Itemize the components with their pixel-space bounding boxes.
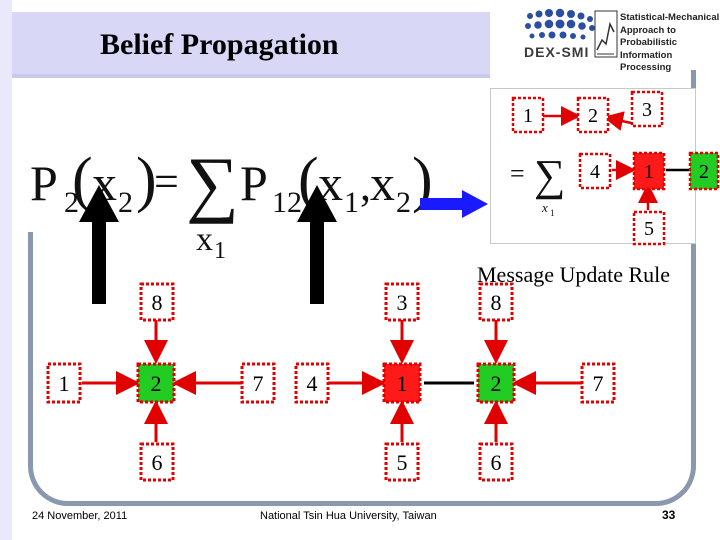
slide-side-bar xyxy=(0,0,12,540)
logo-short-name: DEX-SMI xyxy=(524,44,590,60)
inset-node-1-box xyxy=(511,96,545,134)
dotted-sphere-logo-icon xyxy=(525,8,595,40)
formula-lhs-sub: 2 xyxy=(64,186,79,219)
inset-edges xyxy=(543,106,658,210)
left-node-left: 1 xyxy=(59,371,70,396)
logo-text: Statistical-Mechanical Approach to Proba… xyxy=(620,12,720,75)
inset-equals: = xyxy=(510,159,525,188)
rounded-frame xyxy=(28,262,696,506)
inset-node-1: 1 xyxy=(523,105,533,127)
inset-node-2: 2 xyxy=(588,105,598,127)
inset-node-4: 4 xyxy=(590,161,600,183)
formula-sum-var-sub: 1 xyxy=(214,238,226,264)
right-node-left-box xyxy=(294,362,330,404)
right-node-right: 7 xyxy=(593,371,604,396)
inset-node-1b: 1 xyxy=(644,161,654,183)
inset-sum-var: x xyxy=(541,200,548,215)
inset-node-5-box xyxy=(632,210,666,246)
title-bar xyxy=(12,12,490,78)
left-node-top-box xyxy=(139,282,175,322)
logo-line-2: Approach to Probabilistic xyxy=(620,24,678,49)
formula-arg2: x xyxy=(370,155,395,211)
formula-rhs-sub: 12 xyxy=(272,186,302,219)
right-arrow-icon xyxy=(420,190,488,218)
inset-formula: = ∑ x 1 xyxy=(510,151,565,218)
formula-sum-var: x xyxy=(196,221,213,258)
right-node-center2: 2 xyxy=(491,371,502,396)
formula-lhs: P xyxy=(30,155,58,211)
frame-line-left xyxy=(28,232,33,272)
right-graph-edges xyxy=(327,320,582,442)
logo-line-1: Statistical-Mechanical xyxy=(620,12,720,23)
left-node-bottom: 6 xyxy=(152,450,163,475)
inset-node-5: 5 xyxy=(644,218,654,240)
formula-paren-close-2: ) xyxy=(412,146,433,214)
inset-nodes: 1 2 3 4 1 2 5 xyxy=(511,90,720,246)
inset-node-4-box xyxy=(578,152,612,190)
left-node-bottom-box xyxy=(139,442,175,482)
formula-var-sub: 2 xyxy=(118,186,133,219)
left-node-right-box xyxy=(240,362,276,404)
formula-arg1-sub: 1 xyxy=(344,186,359,219)
page-number: 33 xyxy=(662,508,676,522)
inset-node-2b: 2 xyxy=(699,161,709,183)
footer-university: National Tsin Hua University, Taiwan xyxy=(260,510,437,522)
formula-equals: = xyxy=(154,157,179,206)
inset-node-1b-box xyxy=(632,151,666,191)
right-node-right-box xyxy=(580,362,616,404)
right-node-top1: 3 xyxy=(397,290,408,315)
formula-comma: , xyxy=(360,161,371,210)
left-node-center: 2 xyxy=(151,371,162,396)
title-bar-accent xyxy=(12,74,490,78)
inset-sum-var-sub: 1 xyxy=(550,208,555,218)
formula-rhs: P xyxy=(240,155,268,211)
right-node-center1-box xyxy=(382,362,422,404)
inset-node-3-box xyxy=(630,90,664,128)
right-node-bottom1-box xyxy=(384,442,420,482)
right-node-top2: 8 xyxy=(491,290,502,315)
footer-date: 24 November, 2011 xyxy=(32,510,128,522)
inset-sum: ∑ xyxy=(534,151,565,200)
left-node-left-box xyxy=(46,362,82,404)
up-arrow-icon-left xyxy=(79,185,119,304)
slide-title: Belief Propagation xyxy=(100,28,339,61)
inset-node-3: 3 xyxy=(642,99,652,121)
formula-paren-open: ( xyxy=(72,146,93,214)
formula-paren-close: ) xyxy=(136,146,157,214)
left-node-top: 8 xyxy=(152,290,163,315)
formula-arg2-sub: 2 xyxy=(396,186,411,219)
logo-line-3: Information Processing xyxy=(620,49,673,74)
right-node-center1: 1 xyxy=(397,371,408,396)
inset-node-2-box xyxy=(576,96,610,134)
left-graph-edges xyxy=(82,320,242,442)
right-node-center2-box xyxy=(476,362,516,404)
left-graph-nodes: 8 1 2 7 6 xyxy=(46,282,276,482)
right-node-left: 4 xyxy=(307,371,318,396)
left-node-right: 7 xyxy=(253,371,264,396)
right-node-bottom1: 5 xyxy=(397,450,408,475)
logo: DEX-SMI Statistical-Mechanical Approach … xyxy=(520,6,720,73)
right-node-top2-box xyxy=(478,282,514,322)
right-node-bottom2: 6 xyxy=(491,450,502,475)
right-node-bottom2-box xyxy=(478,442,514,482)
chart-logo-icon xyxy=(594,10,618,58)
main-formula: P 2 ( x 2 ) = ∑ x 1 P 12 ( x 1 , x 2 ) xyxy=(30,143,433,264)
formula-sum: ∑ xyxy=(186,143,239,225)
up-arrow-icon-right xyxy=(297,185,337,304)
message-update-rule-label: Message Update Rule xyxy=(477,262,671,287)
right-node-top1-box xyxy=(384,282,420,322)
inset-node-2b-box xyxy=(688,151,720,191)
left-node-center-box xyxy=(136,362,176,404)
right-graph-nodes: 3 8 4 1 2 7 5 6 xyxy=(294,282,616,482)
